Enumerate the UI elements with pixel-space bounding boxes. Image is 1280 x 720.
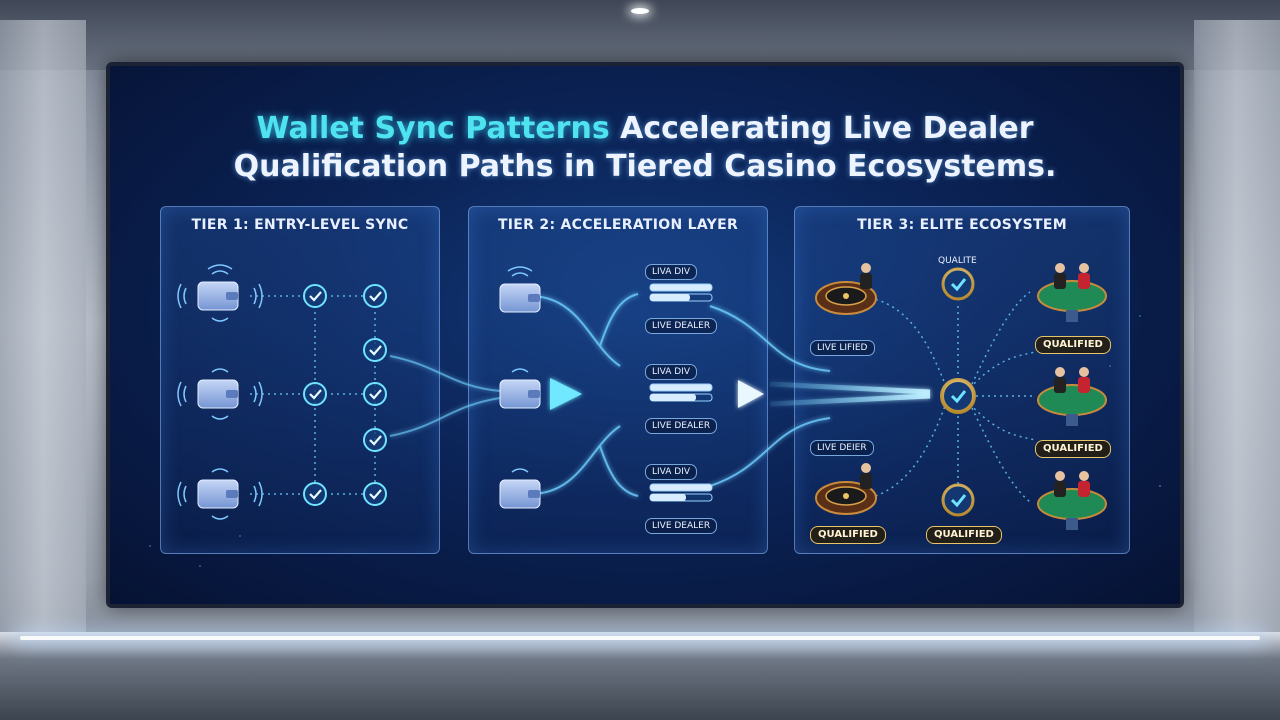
floor [0,632,1280,720]
checkmark-icon [303,482,327,506]
tier-2-bars-3 [649,483,713,502]
dealer-table-icon [1037,367,1107,426]
qualified-badge: QUALIFIED [1035,440,1111,458]
tier-2-label-1: LIVE DEALER [645,318,718,334]
starfield-background [110,66,1180,604]
tier-2-label-2: LIVE DEALER [645,418,718,434]
badge-caption: QUALITE [938,256,977,266]
wallet-icon [177,264,263,322]
title-accent: Wallet Sync Patterns [256,111,610,146]
tier-2-title: TIER 2: ACCELERATION LAYER [497,217,739,233]
qualified-badge: QUALIFIED [810,526,886,544]
roulette-icon [815,263,877,315]
checkmark-icon [303,382,327,406]
tier-2-label-3: LIVE DEALER [645,518,718,534]
checkmark-icon [363,338,387,362]
tier-1-title: TIER 1: ENTRY-LEVEL SYNC [191,217,409,233]
title-line1-rest: Accelerating Live Dealer [609,111,1034,146]
wall-panel-left [0,20,86,640]
tier-3-title: TIER 3: ELITE ECOSYSTEM [857,217,1067,233]
checkmark-icon [363,382,387,406]
tier-3-flow-label-top: LIVE LIFIED [810,340,875,356]
wall-panel-right [1194,20,1280,640]
checkmark-icon [363,284,387,308]
checkmark-icon [363,428,387,452]
dealer-table-icon [1037,471,1107,530]
checkmark-icon [303,284,327,308]
tier-1-connectors [250,295,376,495]
wallet-icon [177,368,263,420]
tier-2-tag-1: LIVA DIV [645,264,698,280]
tier-2-bars-1 [649,283,713,302]
badge-icon [940,378,976,414]
tier-2-flow-curves [529,293,831,497]
tier-2-tag-3: LIVA DIV [645,464,698,480]
checkmark-icon [363,482,387,506]
display-screen: Wallet Sync Patterns Accelerating Live D… [106,62,1184,608]
wallet-icon [499,468,541,509]
title-line2: Qualification Paths in Tiered Casino Eco… [233,149,1057,184]
dealer-table-icon [1037,263,1107,322]
tier-2-tag-2: LIVA DIV [645,364,698,380]
page-title: Wallet Sync Patterns Accelerating Live D… [110,110,1180,186]
roulette-icon [815,463,877,515]
tier-2-bars-2 [649,383,713,402]
wallet-icon [499,266,541,313]
wallet-icon [177,468,263,520]
floor-light-strip [20,636,1260,640]
tier-3-flow-label-bottom: LIVE DEIER [810,440,874,456]
wallet-icon [499,368,541,409]
ceiling-light [631,8,649,14]
qualified-badge: QUALIFIED [1035,336,1111,354]
icon-layer [177,263,1107,530]
badge-icon [941,267,975,301]
badge-icon [941,483,975,517]
tier-3-connectors [869,291,1036,503]
qualified-badge: QUALIFIED [926,526,1002,544]
